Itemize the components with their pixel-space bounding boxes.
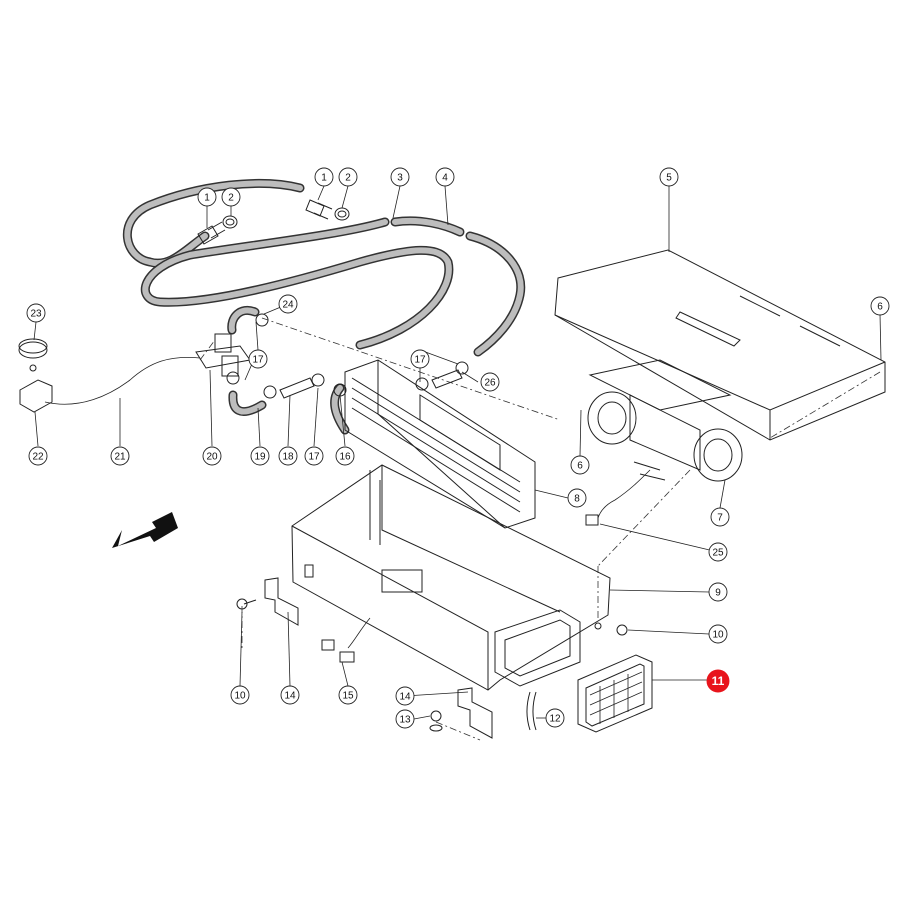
svg-text:9: 9	[715, 588, 721, 599]
control-cable	[18, 338, 201, 413]
blower-cover	[554, 249, 886, 441]
callout-4: 4	[435, 167, 455, 187]
svg-text:17: 17	[308, 452, 320, 463]
callout-17b: 17	[410, 349, 430, 369]
svg-text:17: 17	[414, 355, 426, 366]
callout-16: 16	[335, 446, 355, 466]
callout-labels: 1 2 1 2 3 4 5 6 6 7 8 9 10 10 11 12 13 1…	[26, 167, 890, 729]
heater-core	[344, 359, 536, 529]
air-filter	[577, 654, 653, 733]
callout-26: 26	[480, 372, 500, 392]
svg-text:16: 16	[339, 452, 351, 463]
callout-13: 13	[395, 709, 415, 729]
callout-17a: 17	[248, 349, 268, 369]
svg-text:13: 13	[399, 715, 411, 726]
mounting-brackets	[236, 577, 628, 739]
fittings	[197, 199, 350, 245]
callout-2a: 2	[221, 187, 241, 207]
callout-23: 23	[26, 303, 46, 323]
svg-text:17: 17	[252, 355, 264, 366]
svg-text:6: 6	[877, 302, 883, 313]
svg-text:1: 1	[204, 193, 210, 204]
callout-21: 21	[110, 446, 130, 466]
callout-1b: 1	[314, 167, 334, 187]
arrow-down-left-icon	[112, 512, 178, 548]
callout-14b: 14	[395, 686, 415, 706]
svg-text:4: 4	[442, 173, 448, 184]
callout-19: 19	[250, 446, 270, 466]
svg-text:2: 2	[345, 173, 351, 184]
svg-text:23: 23	[30, 309, 42, 320]
svg-text:14: 14	[399, 692, 411, 703]
svg-text:15: 15	[342, 691, 354, 702]
callout-8: 8	[567, 488, 587, 508]
water-valve	[195, 313, 469, 399]
svg-text:7: 7	[717, 513, 723, 524]
svg-text:24: 24	[282, 300, 294, 311]
callout-6b: 6	[570, 455, 590, 475]
svg-text:10: 10	[712, 630, 724, 641]
svg-text:11: 11	[712, 674, 725, 688]
svg-text:8: 8	[574, 494, 580, 505]
svg-text:26: 26	[484, 378, 496, 389]
svg-text:5: 5	[666, 173, 672, 184]
svg-text:6: 6	[577, 461, 583, 472]
svg-text:21: 21	[114, 452, 126, 463]
svg-text:19: 19	[254, 452, 266, 463]
callout-10a: 10	[708, 624, 728, 644]
callout-22: 22	[28, 446, 48, 466]
callout-17c: 17	[304, 446, 324, 466]
blower-motor	[587, 359, 743, 482]
callout-12: 12	[545, 708, 565, 728]
svg-text:25: 25	[712, 548, 724, 559]
callout-11-highlighted[interactable]: 11	[706, 669, 730, 693]
svg-text:3: 3	[397, 173, 403, 184]
svg-text:14: 14	[284, 691, 296, 702]
callout-25: 25	[708, 542, 728, 562]
callout-9: 9	[708, 582, 728, 602]
svg-text:1: 1	[321, 173, 327, 184]
callout-18: 18	[278, 446, 298, 466]
heater-housing	[291, 464, 611, 691]
callout-1a: 1	[197, 187, 217, 207]
callout-3: 3	[390, 167, 410, 187]
callout-5: 5	[659, 167, 679, 187]
callout-2b: 2	[338, 167, 358, 187]
callout-6a: 6	[870, 296, 890, 316]
svg-text:22: 22	[32, 452, 44, 463]
svg-text:12: 12	[549, 714, 561, 725]
alignment-lines	[199, 317, 881, 741]
callout-14a: 14	[280, 685, 300, 705]
callout-24: 24	[278, 294, 298, 314]
svg-text:18: 18	[282, 452, 294, 463]
svg-text:20: 20	[206, 452, 218, 463]
callout-10b: 10	[230, 685, 250, 705]
callout-7: 7	[710, 507, 730, 527]
motor-harness	[585, 469, 651, 526]
callout-15: 15	[338, 685, 358, 705]
callout-20: 20	[202, 446, 222, 466]
wiring-and-drain	[321, 617, 537, 731]
svg-text:10: 10	[234, 691, 246, 702]
svg-text:2: 2	[228, 193, 234, 204]
hose-assembly	[122, 178, 526, 435]
